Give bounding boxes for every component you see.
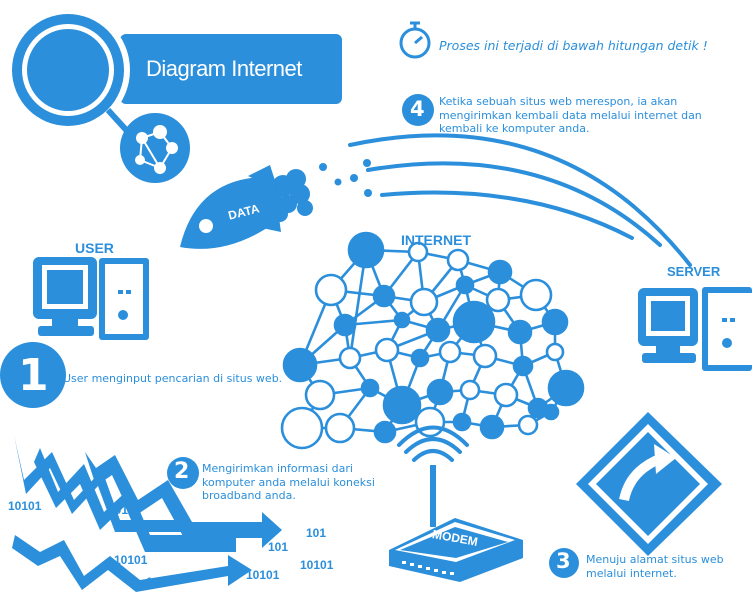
- internet-label: INTERNET: [401, 232, 471, 248]
- network-node: [373, 420, 397, 444]
- binary-text: 101: [108, 503, 129, 517]
- binary-text: 10101: [186, 531, 220, 545]
- binary-text: 10101: [114, 553, 148, 567]
- network-node: [407, 241, 429, 263]
- step-1-text: User menginput pencarian di situs web.: [63, 372, 283, 385]
- binary-text: 10101: [300, 558, 334, 572]
- binary-text: 101: [268, 540, 289, 554]
- network-node: [280, 406, 324, 450]
- title-badge: [6, 8, 342, 135]
- page-title: Diagram Internet: [146, 56, 302, 81]
- header-note: Proses ini terjadi di bawah hitungan det…: [439, 38, 708, 53]
- network-node: [324, 412, 356, 444]
- network-node: [455, 275, 475, 295]
- network-node: [519, 278, 553, 312]
- network-node: [547, 369, 585, 407]
- network-node: [438, 340, 462, 364]
- network-node: [545, 342, 565, 362]
- network-node: [487, 259, 513, 285]
- zigzag-arrows: [12, 435, 282, 592]
- step-1-badge: [0, 342, 66, 408]
- network-node: [512, 355, 534, 377]
- user-computer-icon: [33, 257, 149, 340]
- network-node: [485, 287, 511, 313]
- network-node: [314, 273, 348, 307]
- network-node: [282, 347, 318, 383]
- lens-core: [27, 29, 109, 111]
- stopwatch-icon: [399, 21, 431, 59]
- binary-text: 10101: [246, 568, 280, 582]
- network-node: [507, 319, 533, 345]
- step-4-badge: [402, 94, 434, 126]
- step-3-number: 3: [556, 549, 571, 573]
- data-return-arcs: [348, 133, 692, 267]
- rocket-icon: [180, 165, 313, 249]
- server-label: SERVER: [667, 264, 721, 279]
- binary-text: 10101: [8, 499, 42, 513]
- network-node: [479, 414, 505, 440]
- network-node: [426, 378, 454, 406]
- network-node: [472, 343, 498, 369]
- step-4-number: 4: [410, 97, 425, 121]
- network-node: [542, 403, 560, 421]
- network-molecule-icon: [120, 113, 190, 183]
- title-banner: [120, 34, 342, 104]
- step-4-text: Ketika sebuah situs web merespon, ia aka…: [439, 95, 702, 135]
- network-node: [493, 382, 519, 408]
- server-computer-icon: [638, 287, 752, 371]
- router-icon: [389, 425, 523, 582]
- step-3-badge: [549, 548, 579, 578]
- network-node: [347, 231, 385, 269]
- step-2-text: Mengirimkan informasi dari komputer anda…: [202, 462, 375, 502]
- user-label: USER: [75, 240, 114, 256]
- step-2-number: 2: [174, 459, 190, 484]
- network-node: [517, 414, 539, 436]
- network-node: [452, 300, 496, 344]
- network-node: [446, 248, 470, 272]
- network-node: [338, 346, 362, 370]
- network-node: [410, 348, 430, 368]
- binary-text: 101: [306, 526, 327, 540]
- data-dots: [319, 159, 372, 197]
- network-node: [541, 308, 569, 336]
- internet-network: [280, 231, 585, 450]
- binary-text: 101: [146, 575, 167, 589]
- network-node: [372, 284, 396, 308]
- network-node: [425, 317, 451, 343]
- step-2-badge: [167, 457, 199, 489]
- network-node: [382, 385, 422, 425]
- step-3-text: Menuju alamat situs web melalui internet…: [586, 553, 724, 580]
- turn-sign-icon: [576, 412, 722, 556]
- network-node: [304, 379, 336, 411]
- step-1-number: 1: [18, 350, 49, 401]
- network-node: [459, 379, 481, 401]
- network-node: [393, 311, 411, 329]
- network-node: [409, 287, 439, 317]
- network-node: [333, 313, 357, 337]
- network-node: [360, 378, 380, 398]
- network-node: [374, 337, 400, 363]
- network-node: [452, 412, 472, 432]
